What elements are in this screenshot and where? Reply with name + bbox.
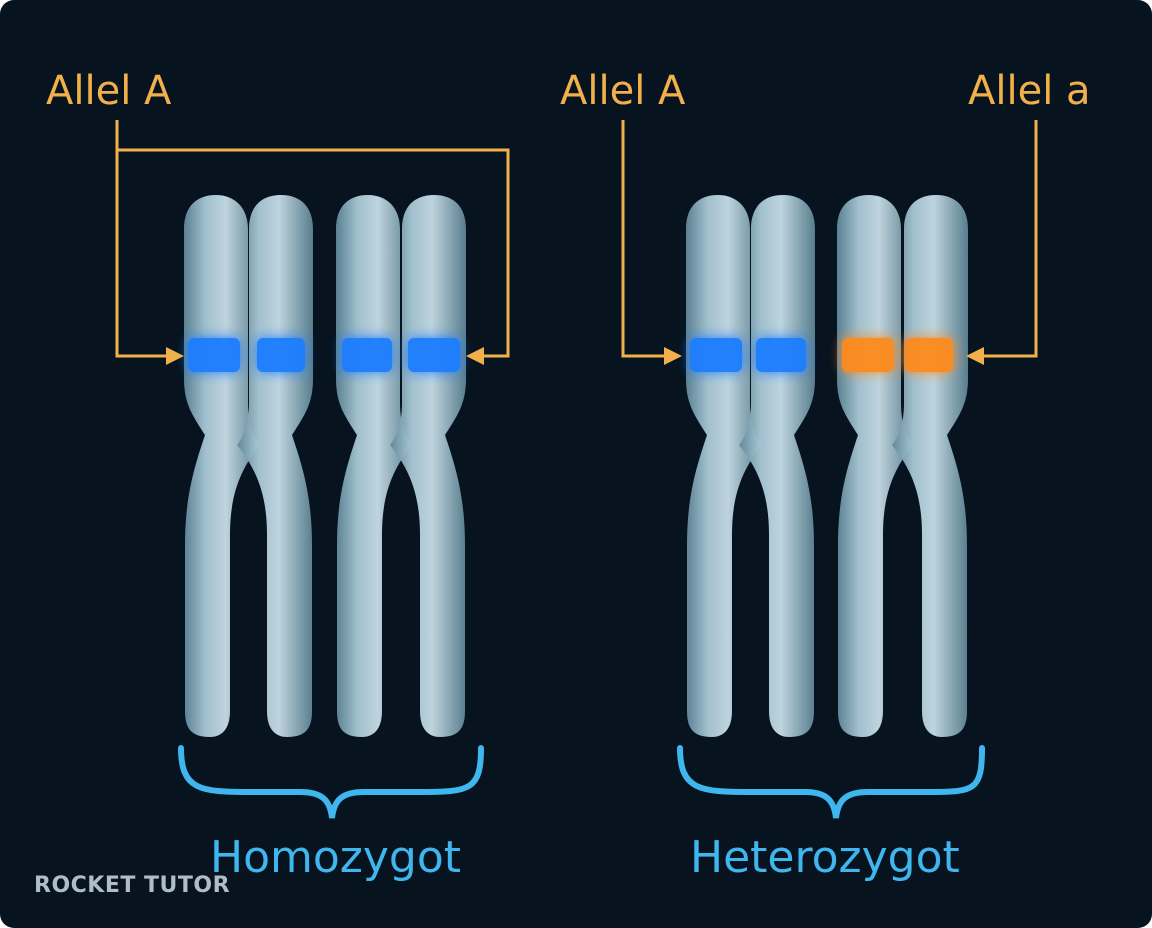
allele-band-blue [188,338,240,372]
arrow-head [466,347,484,365]
allele-band-blue [342,338,392,372]
allele-band-blue [690,338,742,372]
heterozygote-group: Allel A Allel a Heterozygot [560,68,1091,883]
allele-band-blue [257,338,305,372]
homozygote-label: Homozygot [210,832,461,883]
homozygote-group: Allel A Homozygot [46,68,510,883]
homozygote-chromosome-2 [336,195,466,737]
heterozygote-connector [621,120,1038,358]
heterozygote-chromosome-1 [686,195,815,737]
allele-band-orange [905,338,953,372]
allele-band-orange [842,338,894,372]
heterozygote-brace [677,745,985,819]
arrow-head [966,347,984,365]
arrow-head [664,347,682,365]
heterozygote-allele-label-left: Allel A [560,68,686,114]
homozygote-allele-label: Allel A [46,68,172,114]
arrow-head [166,347,184,365]
homozygote-connector [115,120,510,358]
heterozygote-allele-label-right: Allel a [968,68,1091,114]
homozygote-chromosome-1 [184,195,313,737]
allele-band-blue [756,338,806,372]
homozygote-brace [178,745,484,819]
brand-watermark: ROCKET TUTOR [34,873,230,898]
allele-band-blue [408,338,460,372]
heterozygote-label: Heterozygot [690,832,960,883]
heterozygote-chromosome-2 [837,195,968,737]
